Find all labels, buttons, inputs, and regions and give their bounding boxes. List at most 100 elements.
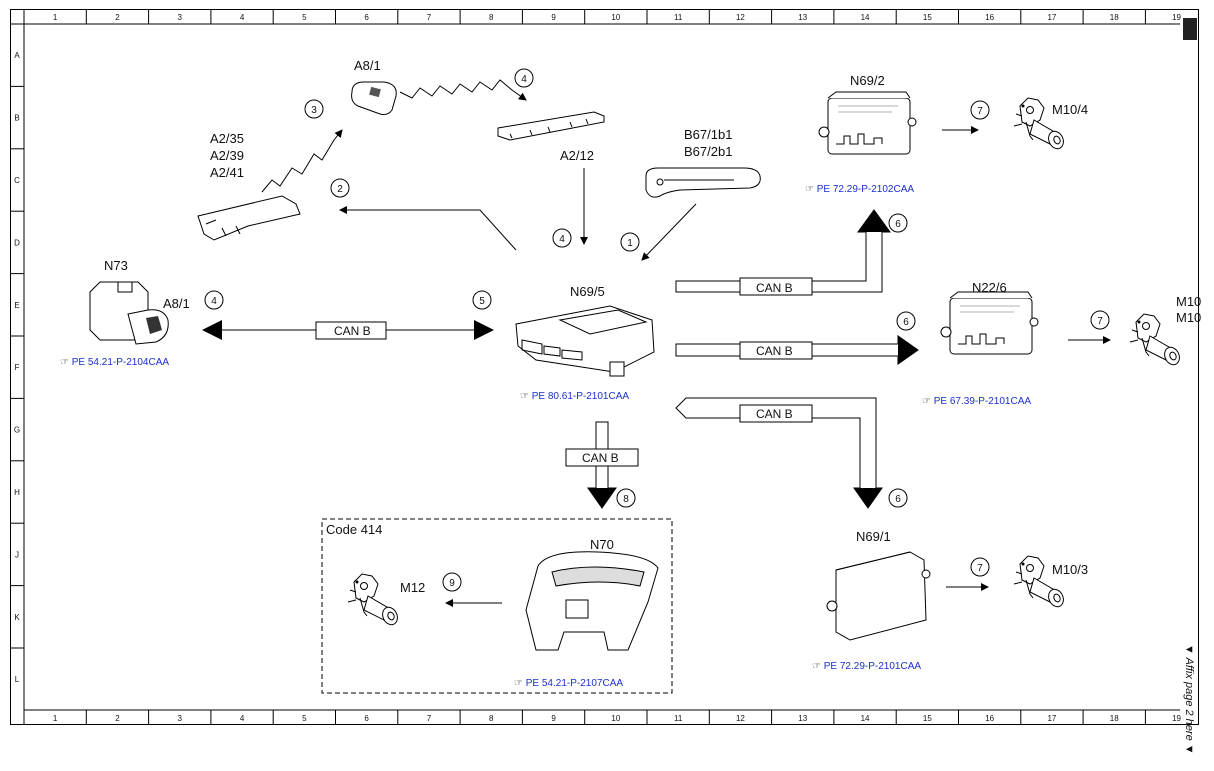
label-a8-1-key: A8/1 [163, 296, 190, 311]
label-n70: N70 [590, 537, 614, 552]
row-label: C [14, 176, 20, 185]
ref-n70[interactable]: ☞ PE 54.21-P-2107CAA [514, 678, 623, 689]
column-label: 11 [674, 13, 683, 22]
column-label: 15 [923, 714, 932, 723]
column-label: 5 [302, 714, 307, 723]
label-a8-1-top: A8/1 [354, 58, 381, 73]
svg-text:4: 4 [559, 234, 565, 245]
column-label: 3 [178, 13, 183, 22]
step-8: 8 [616, 488, 636, 508]
step-6-bottom: 6 [888, 488, 908, 508]
column-label: 14 [861, 714, 870, 723]
column-label: 9 [551, 13, 556, 22]
ref-n69-2[interactable]: ☞ PE 72.29-P-2102CAA [805, 184, 914, 195]
column-label: 13 [798, 714, 807, 723]
column-label: 6 [364, 13, 369, 22]
svg-text:4: 4 [521, 74, 527, 85]
motor-m12 [347, 573, 401, 628]
arrow-1 [641, 203, 697, 261]
page-marker-icon [1183, 18, 1197, 40]
can-label-lower-right: CAN B [756, 407, 793, 421]
svg-text:1: 1 [627, 238, 633, 249]
svg-text:8: 8 [623, 494, 629, 505]
svg-text:4: 4 [211, 296, 217, 307]
can-bus-left [202, 320, 494, 340]
column-label: 4 [240, 714, 245, 723]
step-2: 2 [330, 178, 350, 198]
column-label: 2 [115, 13, 120, 22]
can-label-upper-right: CAN B [756, 281, 793, 295]
step-7-bottom: 7 [970, 557, 990, 577]
svg-text:7: 7 [977, 563, 983, 574]
column-label: 6 [364, 714, 369, 723]
ref-n73[interactable]: ☞ PE 54.21-P-2104CAA [60, 357, 169, 368]
column-label: 18 [1110, 714, 1119, 723]
control-module-n69-2 [818, 91, 917, 155]
label-n22-6: N22/6 [972, 280, 1007, 295]
label-m10-3: M10/3 [1052, 562, 1088, 577]
column-label: 1 [53, 13, 58, 22]
side-note: ▼ Affix page 2 here ▼ [1183, 644, 1195, 755]
row-label: A [14, 51, 20, 60]
column-label: 8 [489, 714, 494, 723]
row-label: H [14, 488, 20, 497]
column-label: 12 [736, 714, 745, 723]
column-label: 4 [240, 13, 245, 22]
svg-text:6: 6 [895, 219, 901, 230]
code-414-box [321, 518, 673, 694]
can-bus-mid-right [675, 335, 919, 365]
column-label: 19 [1172, 714, 1181, 723]
can-label-down: CAN B [582, 451, 619, 465]
row-label: B [14, 114, 19, 123]
column-label: 18 [1110, 13, 1119, 22]
step-5: 5 [472, 290, 492, 310]
column-label: 8 [489, 13, 494, 22]
ref-n22-6[interactable]: ☞ PE 67.39-P-2101CAA [922, 396, 1031, 407]
row-label: D [14, 238, 20, 247]
column-label: 10 [611, 714, 620, 723]
column-label: 7 [427, 714, 432, 723]
column-label: 7 [427, 13, 432, 22]
can-bus-lower-right [675, 397, 883, 509]
ref-n69-1[interactable]: ☞ PE 72.29-P-2101CAA [812, 661, 921, 672]
row-label: G [14, 426, 20, 435]
column-label: 3 [178, 714, 183, 723]
column-label: 19 [1172, 13, 1181, 22]
can-bus-down [565, 421, 639, 509]
label-a2-41: A2/41 [210, 165, 244, 180]
label-n69-5: N69/5 [570, 284, 605, 299]
label-b67-2b1: B67/2b1 [684, 144, 732, 159]
row-label: J [15, 550, 19, 559]
column-label: 17 [1047, 13, 1056, 22]
svg-text:2: 2 [337, 184, 343, 195]
control-module-n69-1 [826, 551, 931, 641]
control-module-n22-6 [940, 291, 1039, 355]
control-module-n69-5 [515, 305, 655, 377]
row-label: L [15, 675, 20, 684]
column-ticks: 1122334455667788991010111112121313141415… [23, 10, 1182, 724]
label-a2-35: A2/35 [210, 131, 244, 146]
label-m10-b: M10 [1176, 310, 1201, 325]
antenna-bar-a2-12 [497, 111, 605, 141]
svg-text:3: 3 [311, 105, 317, 116]
row-label: K [14, 613, 20, 622]
svg-text:5: 5 [479, 296, 485, 307]
ignition-switch-n73 [89, 281, 169, 345]
svg-text:6: 6 [903, 317, 909, 328]
arrow-2 [339, 206, 517, 251]
step-4-left: 4 [204, 290, 224, 310]
label-m10-a: M10 [1176, 294, 1201, 309]
svg-text:6: 6 [895, 494, 901, 505]
step-1: 1 [620, 232, 640, 252]
antenna-a2-35 [197, 195, 301, 241]
door-handle-b67 [645, 167, 761, 198]
can-label-mid-right: CAN B [756, 344, 793, 358]
can-bus-upper-right [675, 209, 891, 296]
label-a2-12: A2/12 [560, 148, 594, 163]
column-label: 10 [611, 13, 620, 22]
ref-n69-5[interactable]: ☞ PE 80.61-P-2101CAA [520, 391, 629, 402]
frame-border [10, 9, 1199, 725]
row-label: E [14, 301, 19, 310]
